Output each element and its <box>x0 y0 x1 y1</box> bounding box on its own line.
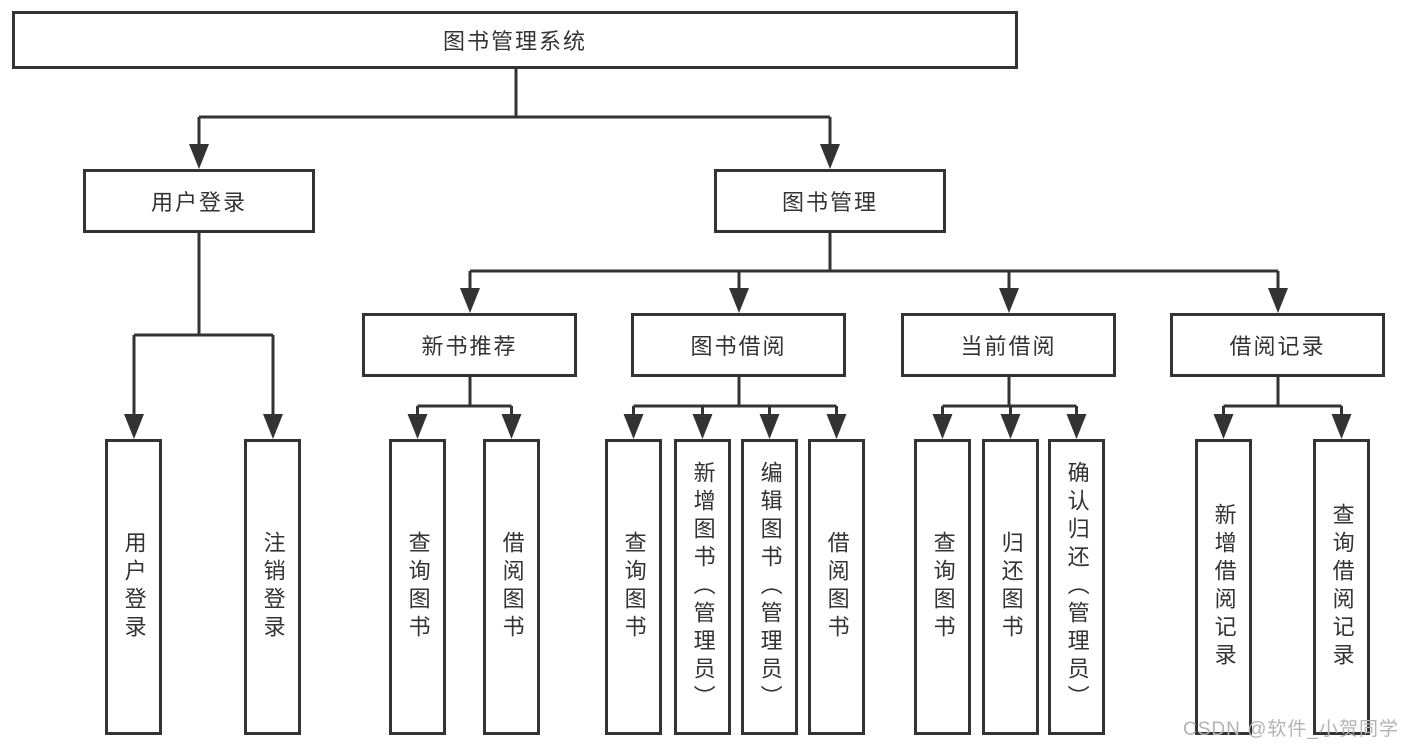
leaf-edit-book-admin: 编辑图书（管理员） <box>741 439 798 735</box>
node-library-management-system: 图书管理系统 <box>12 11 1018 69</box>
node-label: 图书管理系统 <box>442 29 587 54</box>
node-label: 用户登录 <box>121 531 147 643</box>
node-current-borrowing: 当前借阅 <box>901 313 1116 377</box>
leaf-return-book: 归还图书 <box>982 439 1039 735</box>
node-label: 注销登录 <box>260 531 286 643</box>
node-label: 图书管理 <box>781 190 878 215</box>
node-label: 确认归还（管理员） <box>1064 461 1090 713</box>
node-user-login: 用户登录 <box>83 169 315 233</box>
connector-lines <box>132 68 1343 420</box>
node-label: 当前借阅 <box>960 334 1057 359</box>
leaf-add-book-admin: 新增图书（管理员） <box>674 439 731 735</box>
node-book-borrowing: 图书借阅 <box>631 313 846 377</box>
node-label: 归还图书 <box>998 531 1024 643</box>
node-label: 新增图书（管理员） <box>690 461 716 713</box>
node-label: 新增借阅记录 <box>1211 503 1237 671</box>
arrowhead-icons <box>124 144 1352 439</box>
leaf-query-books-borrowing: 查询图书 <box>605 439 662 735</box>
node-label: 借阅图书 <box>499 531 525 643</box>
leaf-query-books-current: 查询图书 <box>914 439 971 735</box>
node-label: 用户登录 <box>150 190 247 215</box>
node-book-management: 图书管理 <box>714 169 946 233</box>
node-label: 借阅图书 <box>824 531 850 643</box>
node-new-book-recommendation: 新书推荐 <box>362 313 577 377</box>
leaf-borrow-books-borrowing: 借阅图书 <box>808 439 865 735</box>
csdn-watermark: CSDN @软件_小贺同学 <box>1183 719 1399 740</box>
leaf-borrow-books-recommend: 借阅图书 <box>483 439 540 735</box>
leaf-query-books-recommend: 查询图书 <box>389 439 446 735</box>
leaf-user-login: 用户登录 <box>105 439 162 735</box>
node-label: 查询图书 <box>930 531 956 643</box>
leaf-logout: 注销登录 <box>244 439 301 735</box>
node-label: 图书借阅 <box>690 334 787 359</box>
node-label: 借阅记录 <box>1229 334 1326 359</box>
leaf-add-borrow-record: 新增借阅记录 <box>1195 439 1252 735</box>
node-label: 编辑图书（管理员） <box>757 461 783 713</box>
node-label: 查询图书 <box>405 531 431 643</box>
node-label: 查询图书 <box>621 531 647 643</box>
node-borrowing-records: 借阅记录 <box>1170 313 1385 377</box>
leaf-confirm-return-admin: 确认归还（管理员） <box>1048 439 1105 735</box>
node-label: 查询借阅记录 <box>1329 503 1355 671</box>
leaf-query-borrow-record: 查询借阅记录 <box>1313 439 1370 735</box>
node-label: 新书推荐 <box>421 334 518 359</box>
